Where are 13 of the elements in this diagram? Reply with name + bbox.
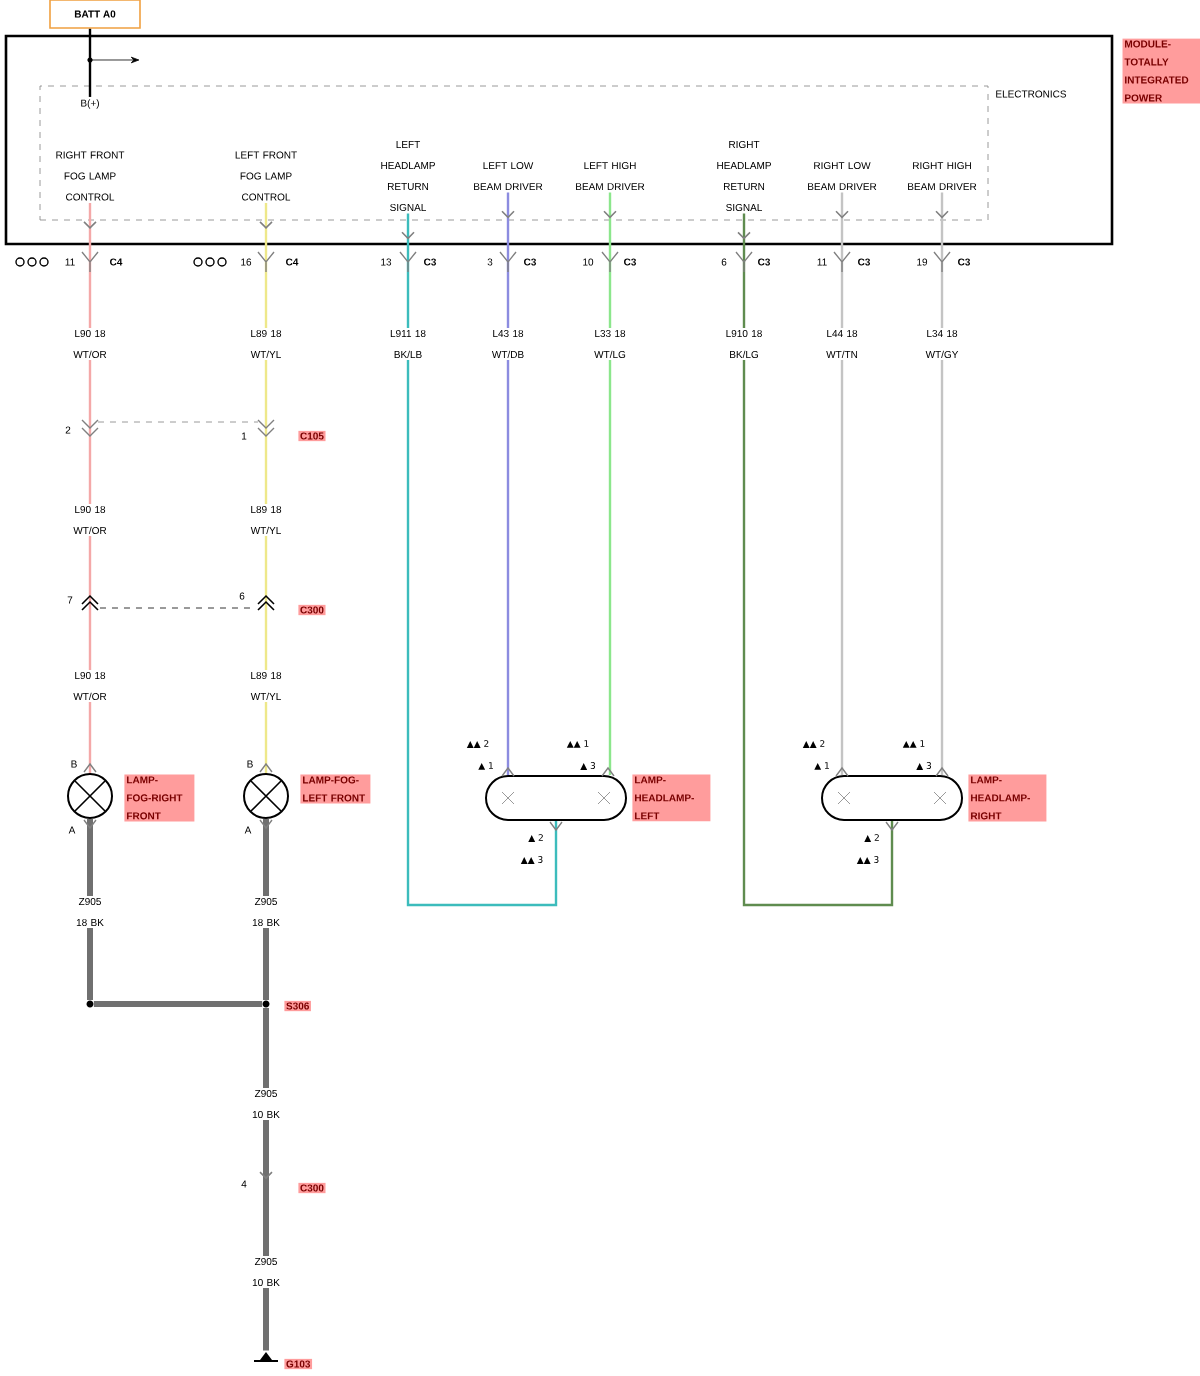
wire (835, 192, 849, 775)
wire (87, 819, 93, 1001)
wire (259, 202, 273, 773)
wire (501, 192, 515, 775)
wire (263, 819, 269, 1001)
wire (83, 202, 97, 773)
wire (935, 192, 949, 775)
wire (737, 213, 894, 907)
wire (259, 1007, 273, 1351)
wire (93, 1001, 263, 1007)
wire (401, 213, 558, 907)
wire (88, 28, 92, 97)
wire (603, 192, 617, 775)
